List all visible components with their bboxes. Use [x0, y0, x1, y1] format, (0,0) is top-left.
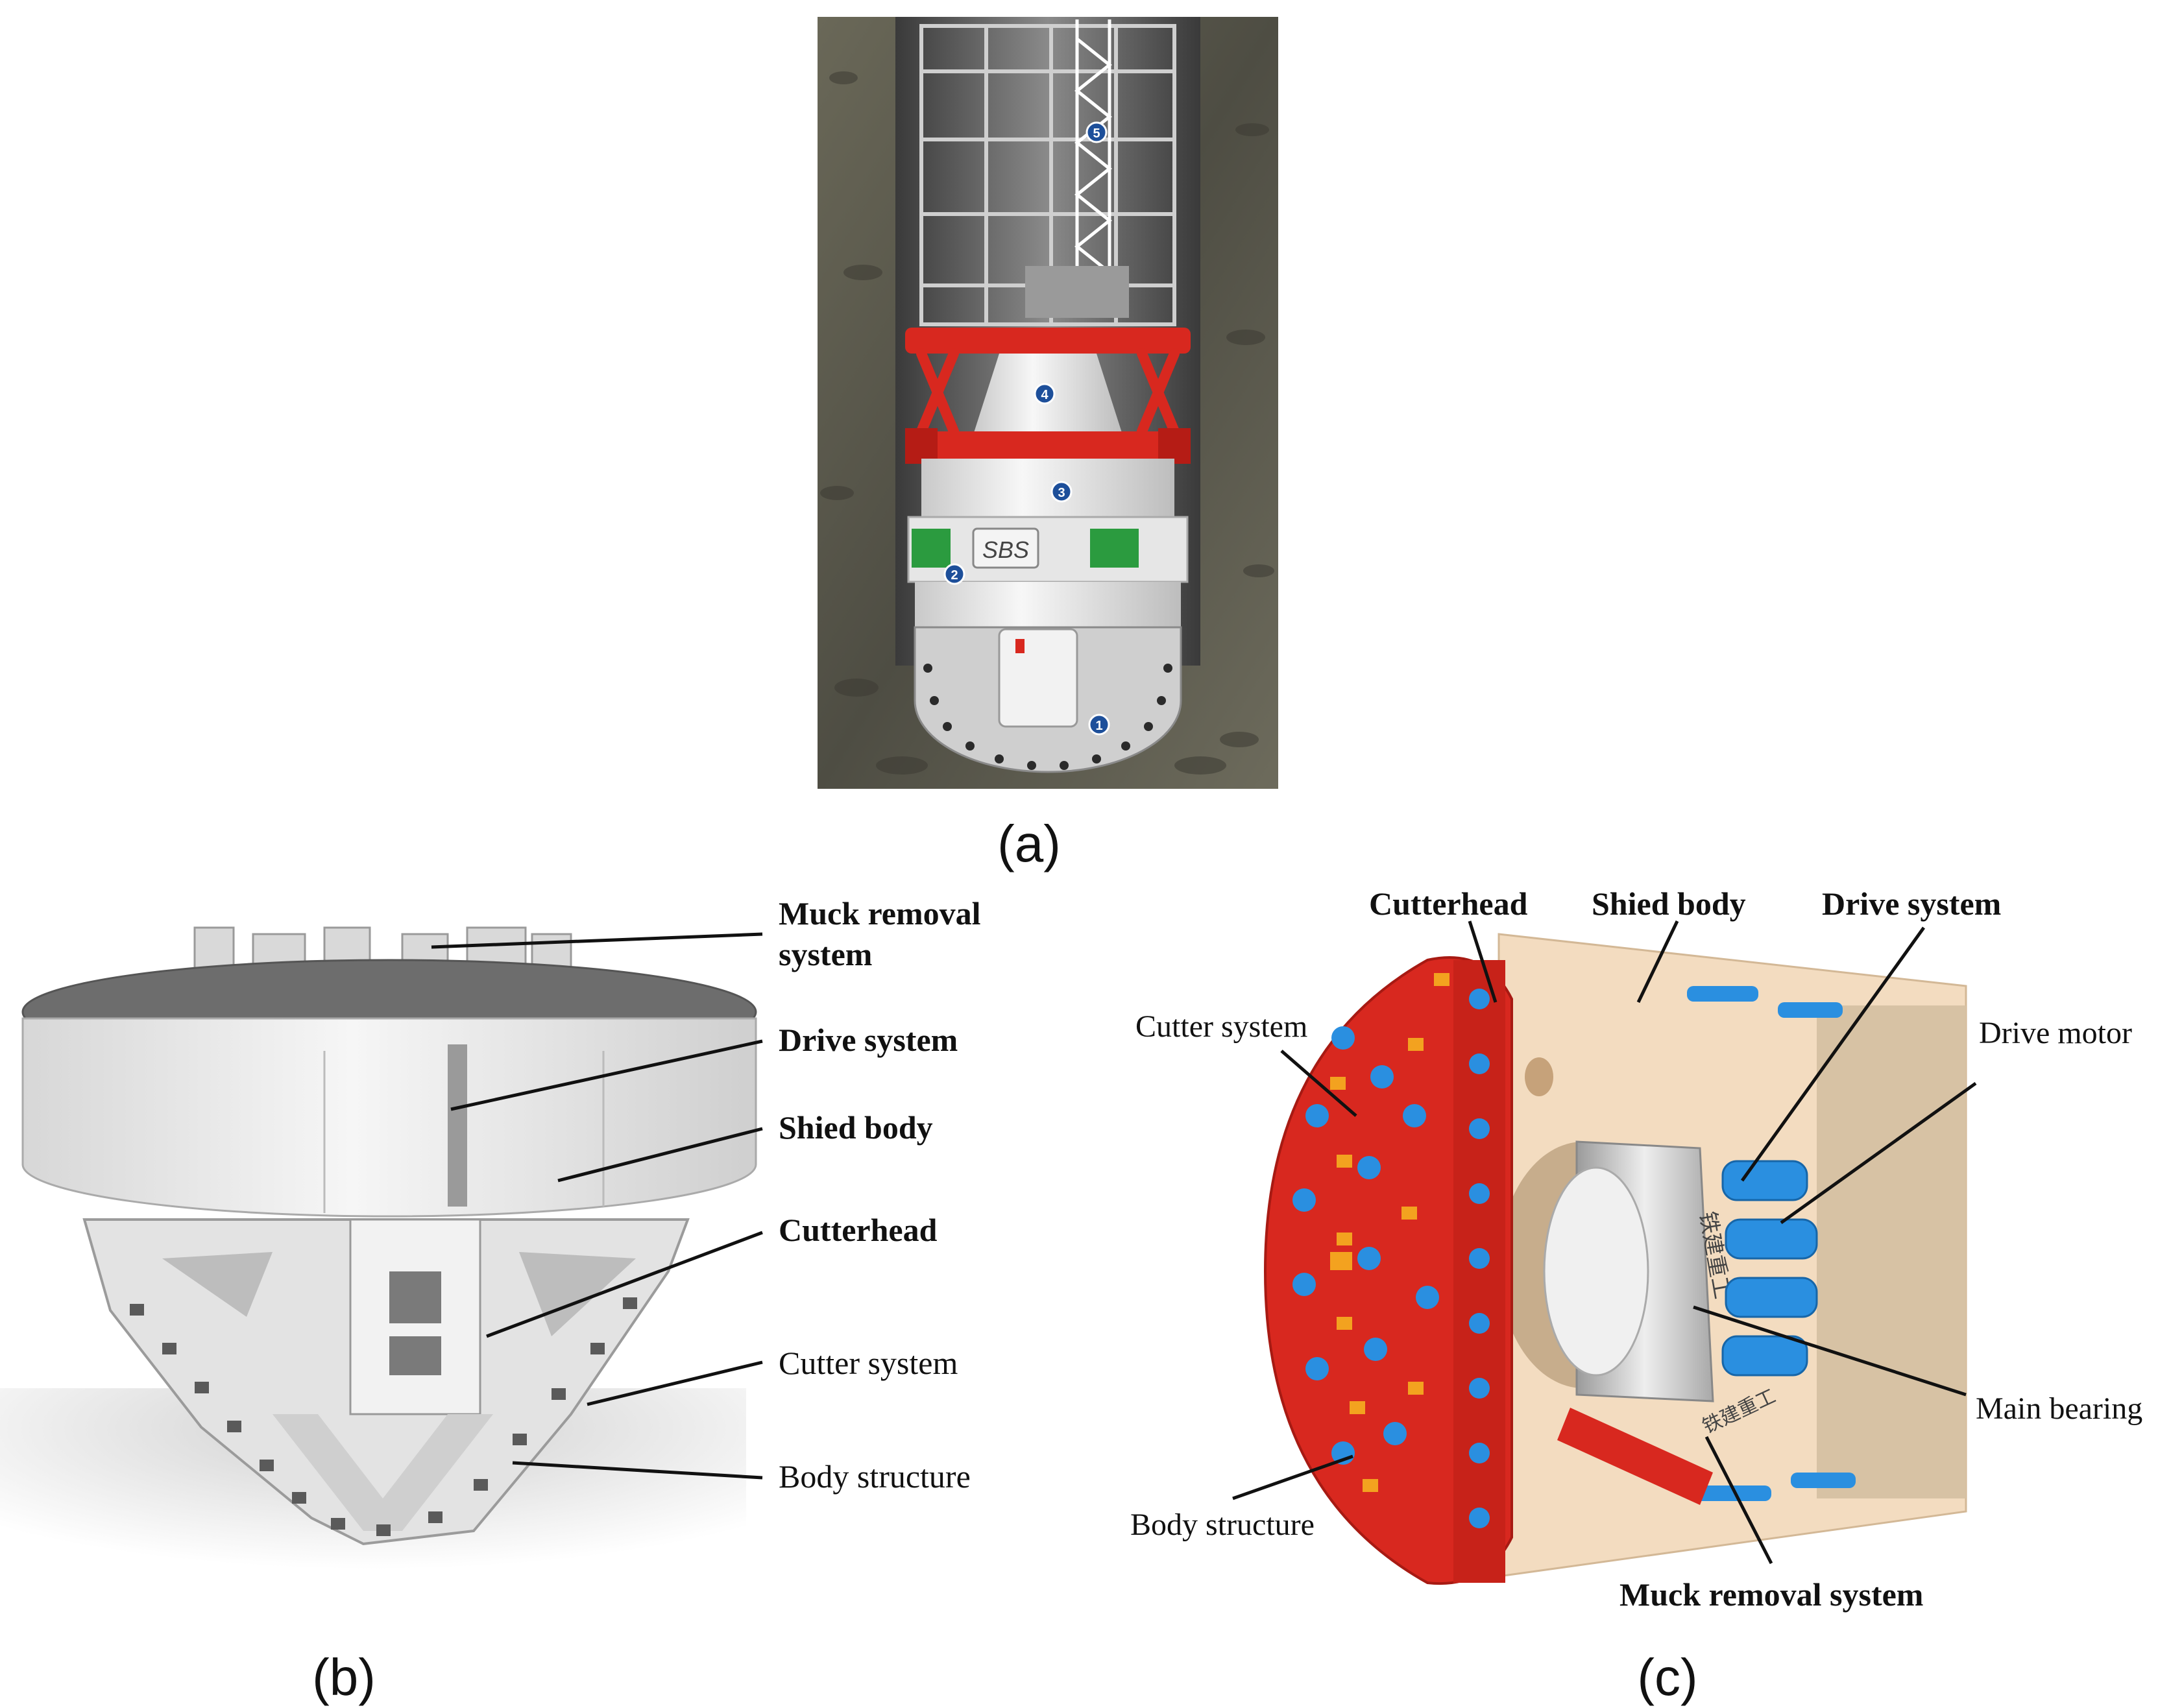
panel-c-leaders — [1232, 920, 1977, 1565]
label-c-shield-body: Shied body — [1592, 885, 1746, 922]
marker-1: 1 — [1088, 714, 1110, 736]
drive-slot — [448, 1044, 467, 1207]
shield-hole — [1525, 1057, 1553, 1096]
orange-cutters — [1330, 973, 1449, 1492]
label-b-body-structure: Body structure — [779, 1458, 971, 1495]
lower-body — [915, 582, 1181, 627]
bearing-inner — [1543, 1166, 1649, 1377]
ladder-tower — [1074, 19, 1113, 274]
green-logo-left — [912, 529, 951, 568]
label-b-drive-system: Drive system — [779, 1022, 958, 1058]
interior-right — [1817, 1005, 1966, 1498]
label-c-cutter-system: Cutter system — [1135, 1009, 1307, 1044]
scaffold-structure — [919, 24, 1176, 326]
panel-b-image — [0, 926, 757, 1589]
marker-2-text: 2 — [951, 568, 958, 583]
label-b-muck-removal-2: system — [779, 936, 872, 972]
marker-5-text: 5 — [1093, 126, 1100, 141]
lower-gripper-ring — [905, 431, 1191, 459]
muck-screw — [1557, 1408, 1713, 1505]
marker-4: 4 — [1034, 383, 1056, 405]
cutterhead-logo — [1330, 1252, 1352, 1270]
label-b-muck-removal-1: Muck removal — [779, 895, 981, 932]
blue-cutters — [1292, 989, 1490, 1528]
label-b-shield-body: Shied body — [779, 1109, 933, 1146]
caption-b: (b) — [312, 1648, 376, 1706]
marker-4-text: 4 — [1041, 388, 1049, 402]
hub-window-2 — [389, 1336, 441, 1375]
cutter-bits-b — [130, 1297, 637, 1536]
panel-b-leaders — [431, 932, 763, 1480]
sbs-badge — [972, 527, 1039, 569]
sbs-badge-text: SBS — [982, 536, 1029, 563]
marker-3: 3 — [1050, 481, 1073, 503]
marker-1-text: 1 — [1095, 719, 1102, 733]
blue-pipes-top — [1687, 986, 1843, 1018]
label-c-drive-motor: Drive motor — [1979, 1016, 2132, 1050]
shield-body-cylinder — [21, 1017, 757, 1218]
drive-section — [921, 459, 1174, 517]
panel-a-image: SBS 1 2 3 4 5 — [818, 17, 1278, 789]
caption-a: (a) — [997, 815, 1061, 872]
body-arm-right — [519, 1252, 636, 1336]
drive-motors — [1721, 1160, 1818, 1377]
rock-texture — [820, 71, 1274, 775]
label-b-cutterhead: Cutterhead — [779, 1212, 938, 1248]
platform-block — [1025, 266, 1129, 318]
marker-5: 5 — [1086, 121, 1108, 143]
label-c-cutterhead: Cutterhead — [1369, 885, 1528, 922]
marker-3-text: 3 — [1058, 486, 1065, 500]
body-arm-left — [162, 1252, 273, 1317]
hub-window-1 — [389, 1271, 441, 1323]
marker-2: 2 — [943, 563, 965, 585]
label-c-body-structure: Body structure — [1130, 1508, 1315, 1542]
gripper-pad-left — [905, 428, 938, 464]
label-c-muck-removal: Muck removal system — [1619, 1576, 1923, 1613]
thrust-cylinders — [916, 348, 1180, 437]
upper-gripper-ring — [905, 328, 1191, 354]
body-v-center — [273, 1414, 493, 1531]
green-logo-right — [1090, 529, 1139, 568]
label-c-main-bearing: Main bearing — [1976, 1391, 2142, 1426]
panel-c-image: 铁建重工 铁建重工 — [1263, 933, 1967, 1585]
blue-pipes-bottom — [1687, 1473, 1856, 1501]
caption-c: (c) — [1637, 1648, 1697, 1706]
cutterhead-core — [998, 628, 1078, 728]
cutter-teeth — [923, 664, 1172, 770]
gripper-pad-right — [1158, 428, 1191, 464]
label-c-drive-system: Drive system — [1822, 885, 2001, 922]
cutterhead-red-mark — [1015, 639, 1025, 653]
label-b-cutter-system: Cutter system — [779, 1345, 958, 1381]
